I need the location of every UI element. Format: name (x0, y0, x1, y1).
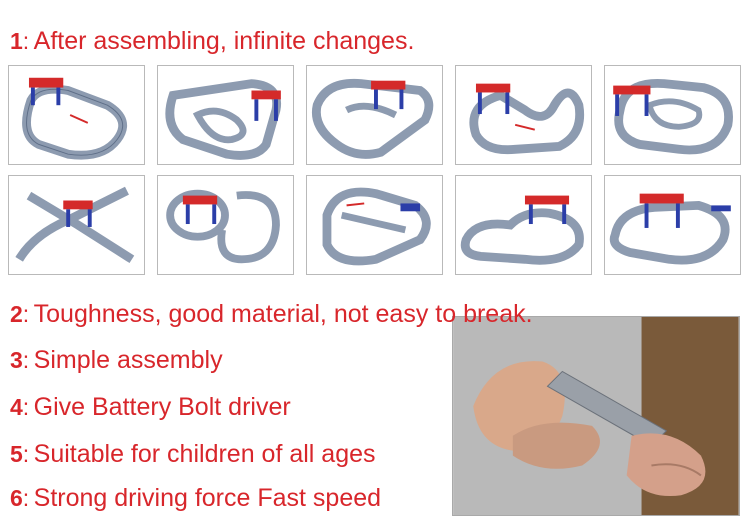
track-layout-4 (455, 65, 592, 165)
track-layout-4-image (469, 83, 585, 155)
feature-5: 5: Suitable for children of all ages (10, 440, 376, 468)
feature-4: 4: Give Battery Bolt driver (10, 393, 291, 421)
track-layout-5-image (613, 79, 733, 155)
hands-bending-track-image (453, 317, 739, 515)
track-layout-8-image (322, 187, 431, 266)
feature-3-text: Simple assembly (33, 346, 223, 374)
feature-6: 6: Strong driving force Fast speed (10, 484, 382, 512)
track-layout-6 (8, 175, 145, 275)
track-layout-6-image (15, 186, 135, 264)
track-layout-9 (455, 175, 592, 275)
feature-5-number: 5 (10, 441, 23, 467)
track-layout-10 (604, 175, 741, 275)
track-layout-2 (157, 65, 294, 165)
feature-1-number: 1 (10, 28, 23, 54)
track-layout-7-image (166, 189, 280, 264)
feature-4-text: Give Battery Bolt driver (33, 393, 291, 421)
track-layout-3 (306, 65, 443, 165)
feature-6-text: Strong driving force Fast speed (33, 484, 382, 512)
track-layout-1-image (22, 77, 128, 160)
feature-2: 2: Toughness, good material, not easy to… (10, 300, 533, 328)
track-layout-9-image (460, 195, 584, 265)
feature-4-number: 4 (10, 394, 23, 420)
track-layout-1 (8, 65, 145, 165)
track-bending-photo (452, 316, 740, 516)
feature-2-number: 2 (10, 301, 23, 327)
feature-6-number: 6 (10, 485, 23, 511)
feature-3: 3: Simple assembly (10, 346, 223, 374)
track-layout-10-image (609, 193, 731, 265)
feature-2-text: Toughness, good material, not easy to br… (33, 300, 533, 328)
track-layout-5 (604, 65, 741, 165)
feature-1: 1: After assembling, infinite changes. (10, 27, 415, 55)
feature-3-number: 3 (10, 347, 23, 373)
track-layout-2-image (165, 79, 282, 160)
track-layout-3-image (311, 78, 434, 159)
feature-1-text: After assembling, infinite changes. (33, 27, 415, 55)
feature-5-text: Suitable for children of all ages (33, 440, 376, 468)
track-layout-7 (157, 175, 294, 275)
track-layout-8 (306, 175, 443, 275)
track-layout-gallery (8, 65, 748, 277)
